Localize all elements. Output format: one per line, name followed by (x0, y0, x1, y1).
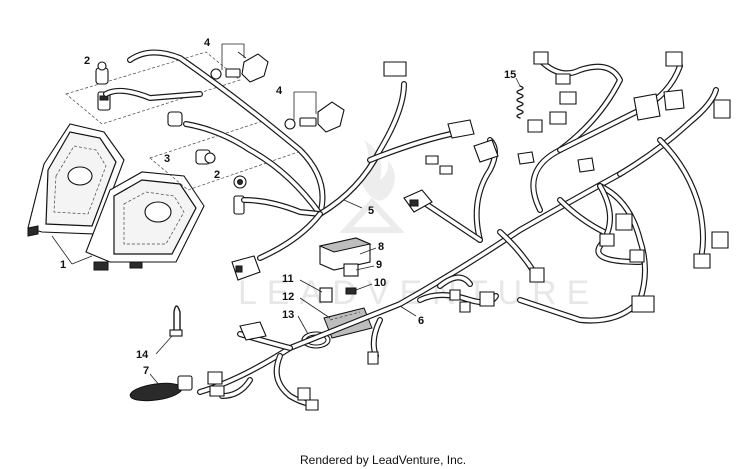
callout-11: 11 (282, 273, 294, 285)
callout-7: 7 (143, 365, 149, 377)
watermark-logo: LEADVENTURE (238, 140, 589, 312)
leader-8 (359, 247, 377, 255)
callout-13: 13 (282, 309, 294, 321)
leader-4-lower (293, 91, 317, 120)
callout-9: 9 (376, 259, 382, 271)
bulb-lower (233, 175, 247, 189)
leader-12 (299, 297, 331, 319)
callout-4-upper: 4 (204, 37, 211, 49)
headlight-harness (103, 49, 475, 281)
fuse-box (318, 237, 372, 271)
headlight-left (27, 123, 125, 237)
cable-tie-14 (155, 305, 183, 355)
callout-3: 3 (164, 153, 170, 165)
adjuster-upper (210, 51, 269, 83)
fuse (345, 287, 357, 295)
headlight-right (85, 171, 205, 271)
leader-5 (343, 199, 363, 209)
leader-9 (355, 265, 375, 271)
leader-headlights (51, 235, 93, 265)
callout-5: 5 (368, 205, 374, 217)
callout-14: 14 (136, 349, 149, 361)
leader-10 (355, 283, 373, 291)
leader-6 (399, 305, 417, 317)
callout-2-lower: 2 (214, 169, 220, 181)
leader-4-upper (221, 43, 245, 70)
socket-3 (167, 111, 216, 165)
lanyard-7 (129, 373, 193, 402)
leader-11 (299, 279, 323, 293)
spring-15 (515, 77, 524, 119)
callout-1: 1 (60, 259, 66, 271)
relay (319, 263, 359, 303)
rendered-by-caption: Rendered by LeadVenture, Inc. (300, 453, 466, 467)
callout-8: 8 (378, 241, 384, 253)
callout-12: 12 (282, 291, 294, 303)
callout-4-lower: 4 (276, 85, 283, 97)
leader-13 (297, 315, 309, 335)
bulb-upper (95, 61, 109, 85)
frame-upper (65, 51, 241, 125)
connectors (207, 51, 731, 411)
adjuster-lower (284, 101, 345, 133)
callout-6: 6 (418, 315, 424, 327)
callout-15: 15 (504, 69, 516, 81)
callout-10: 10 (374, 277, 386, 289)
callout-2-upper: 2 (84, 55, 90, 67)
